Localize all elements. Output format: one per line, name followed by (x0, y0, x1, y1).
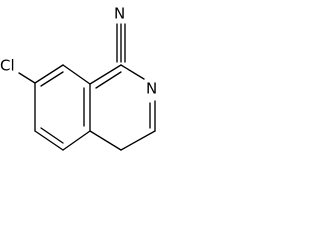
ring-nitrogen-label: N (146, 80, 157, 98)
bond-c8-c7-inner (40, 71, 64, 87)
bond-c3-c4 (120, 130, 156, 151)
bond-c1-n2 (120, 64, 145, 80)
bond-c8a-c8 (62, 64, 91, 85)
bond-c6-c5 (34, 130, 64, 151)
bond-c7-cl (18, 72, 36, 84)
nitrile-nitrogen-label: N (114, 5, 125, 23)
bond-c5-c4a (62, 130, 91, 151)
molecule-diagram: N N Cl (0, 5, 157, 151)
chlorine-label: Cl (0, 57, 15, 75)
bond-c4-c4a (89, 130, 122, 151)
bond-c8a-c1 (89, 64, 122, 85)
bond-c8-c7 (34, 64, 64, 84)
bond-c6-c5-inner (40, 127, 64, 144)
chemical-structure-canvas: N N Cl (0, 0, 196, 174)
bond-c8a-c1-inner (95, 71, 122, 89)
